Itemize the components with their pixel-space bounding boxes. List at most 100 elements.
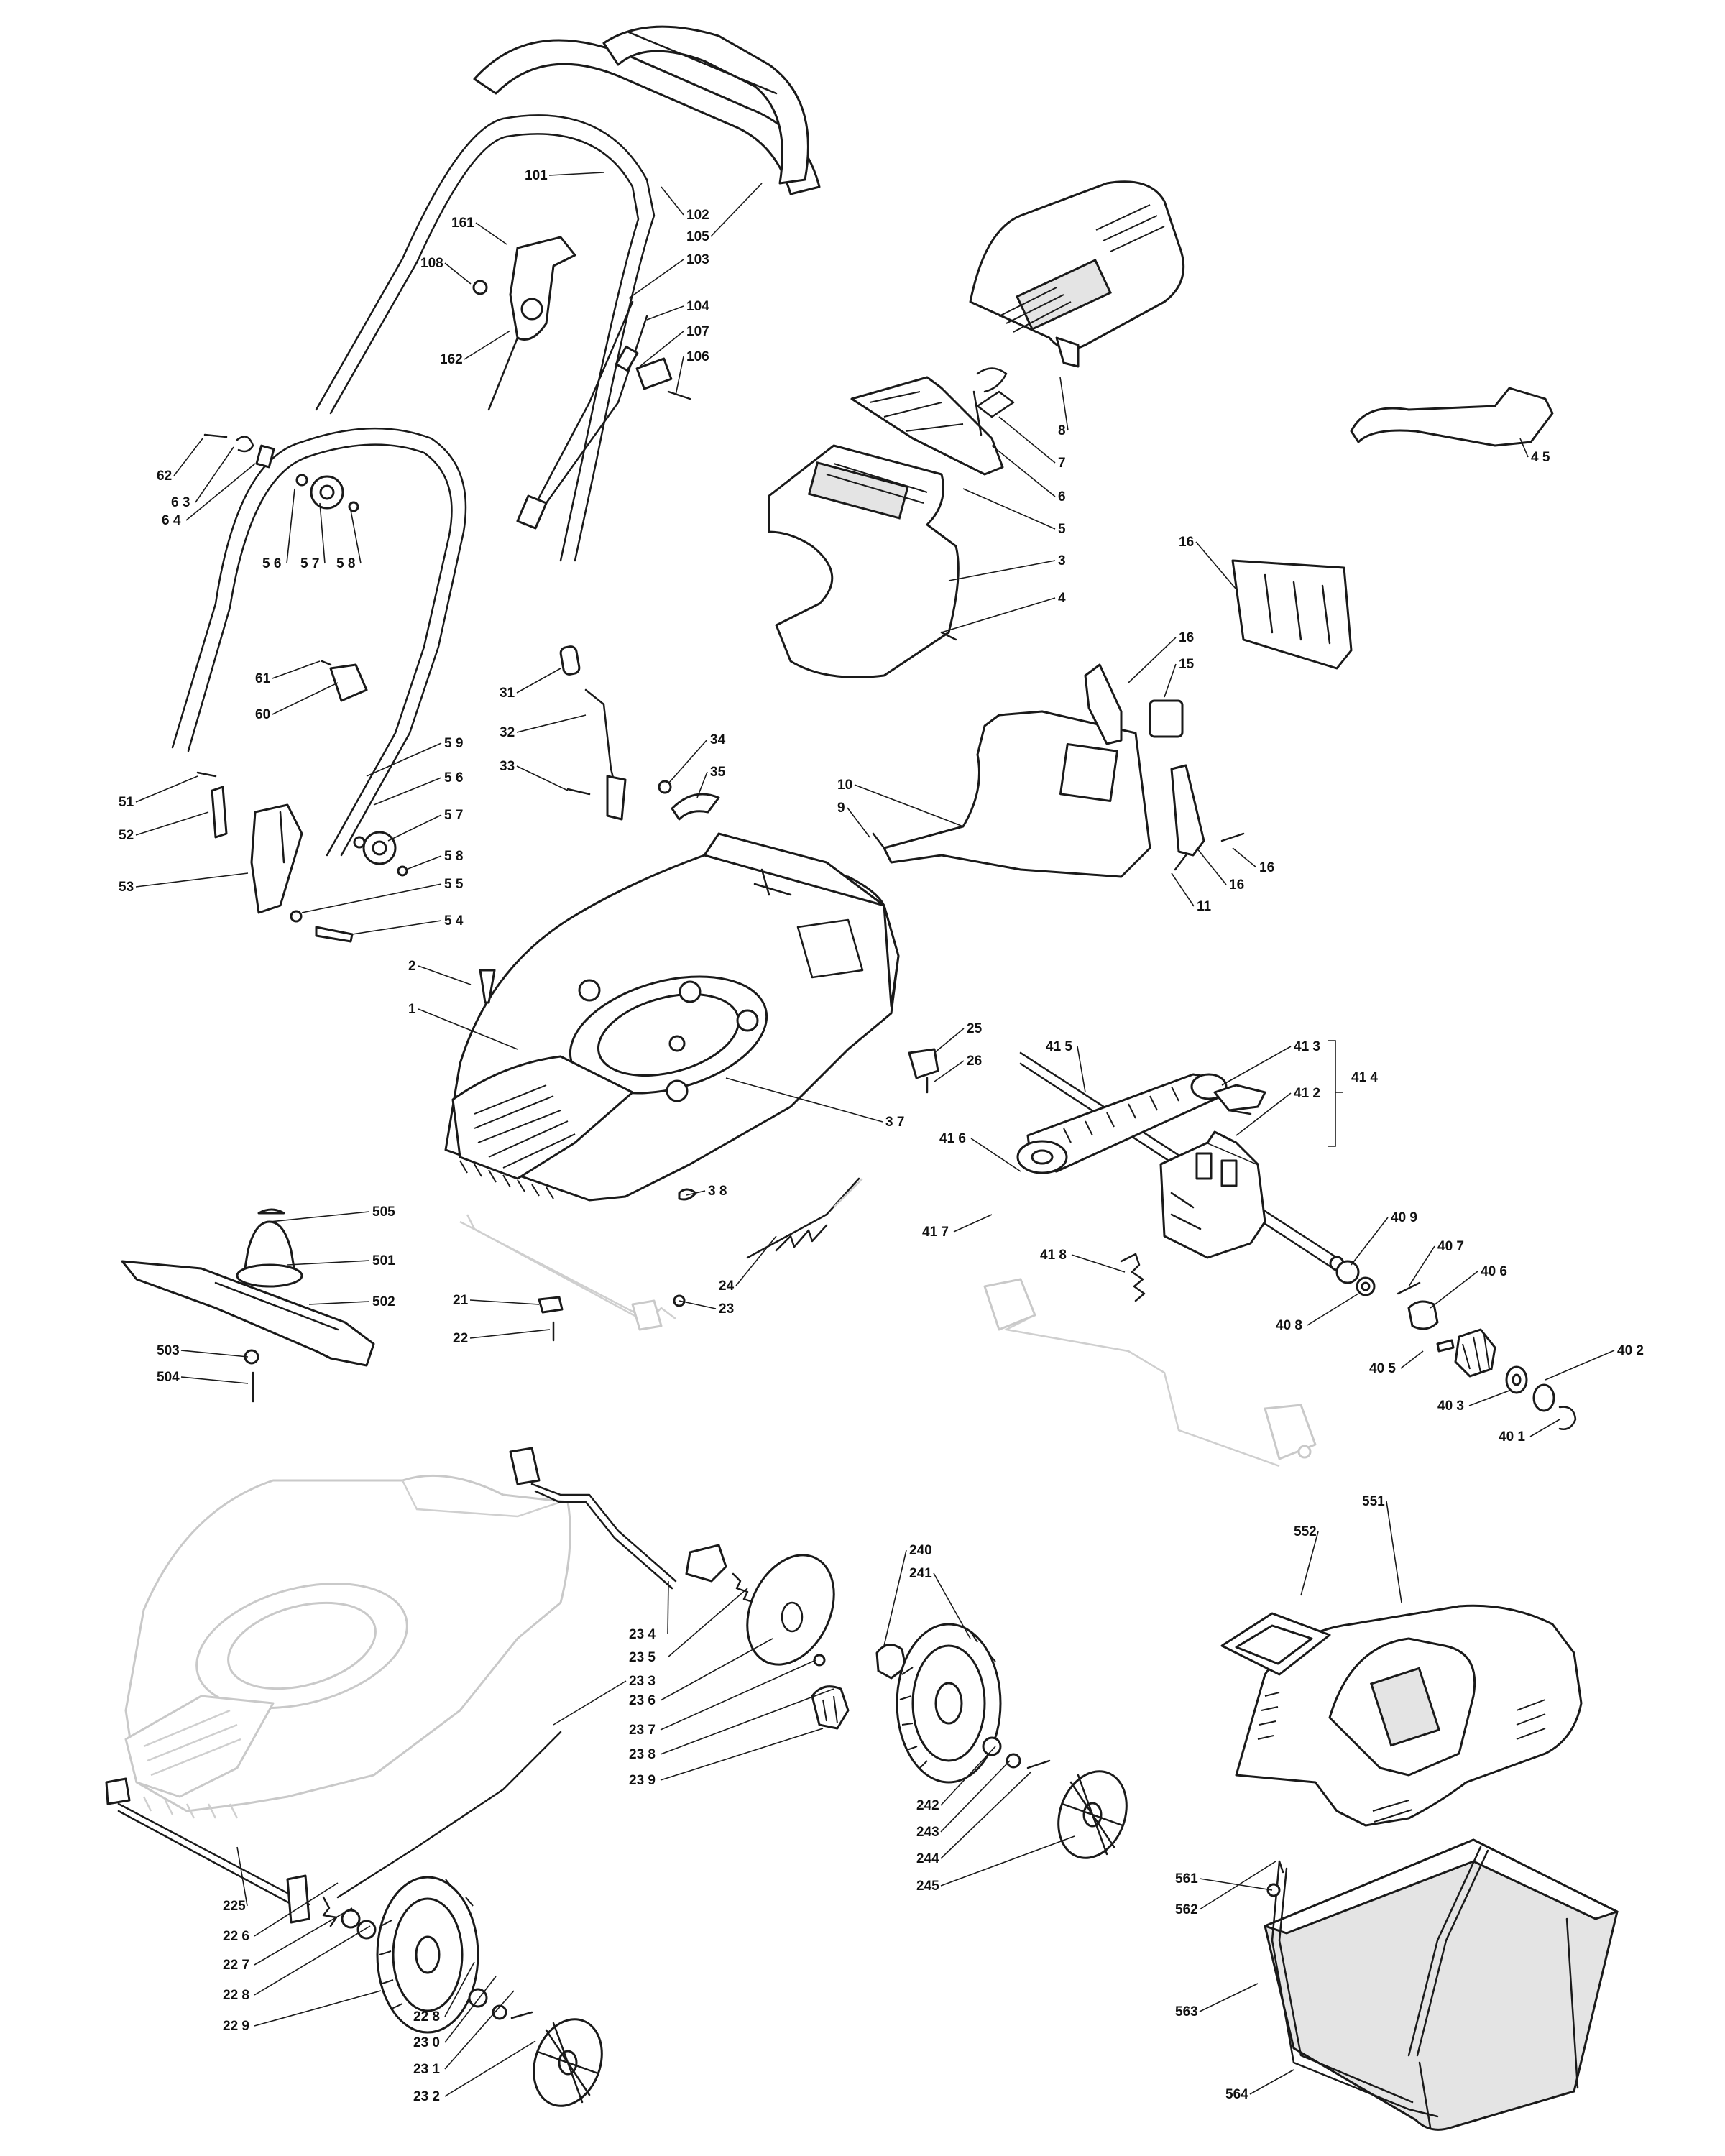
callout-9: 9 bbox=[837, 801, 870, 838]
leader-line bbox=[469, 1299, 540, 1305]
part-number-label: 504 bbox=[157, 1370, 180, 1385]
callout-501: 501 bbox=[287, 1253, 395, 1268]
leader-line bbox=[180, 1376, 249, 1384]
part-number-label: 240 bbox=[909, 1543, 932, 1558]
leader-line bbox=[548, 172, 604, 176]
part-number-label: 1 bbox=[408, 1002, 416, 1017]
callout-16d: 16 bbox=[1196, 847, 1244, 893]
callout-26: 26 bbox=[934, 1054, 982, 1082]
leader-line bbox=[287, 1260, 370, 1266]
grass-box-bag-563 bbox=[1264, 1838, 1619, 2131]
rod-assembly-ghost bbox=[459, 1214, 676, 1331]
leader-line bbox=[1196, 847, 1227, 885]
callout-406: 40 6 bbox=[1430, 1264, 1507, 1309]
leader-line bbox=[516, 714, 586, 733]
front-wheel-parts bbox=[322, 1896, 377, 1940]
callout-51: 51 bbox=[119, 775, 198, 810]
callout-226: 22 6 bbox=[223, 1882, 339, 1944]
part-number-label: 3 7 bbox=[886, 1115, 904, 1130]
part-number-label: 5 8 bbox=[336, 556, 355, 571]
leader-line bbox=[686, 1190, 706, 1196]
part-number-label: 41 6 bbox=[939, 1131, 966, 1146]
part-number-label: 40 9 bbox=[1391, 1210, 1417, 1225]
part-number-label: 33 bbox=[500, 759, 515, 774]
gearbox bbox=[1120, 1084, 1266, 1263]
leader-line bbox=[286, 488, 295, 564]
leader-line bbox=[668, 739, 708, 784]
rod-233 bbox=[336, 1731, 562, 1899]
callout-56b: 5 6 bbox=[373, 770, 463, 806]
callout-52: 52 bbox=[119, 811, 209, 843]
clip-45 bbox=[1350, 387, 1554, 447]
part-number-label: 16 bbox=[1229, 877, 1244, 893]
part-number-label: 5 7 bbox=[300, 556, 319, 571]
part-number-label: 15 bbox=[1179, 657, 1195, 672]
part-number-label: 40 1 bbox=[1499, 1429, 1525, 1445]
leader-line bbox=[998, 416, 1056, 464]
callout-162: 162 bbox=[440, 330, 511, 367]
leader-line bbox=[516, 668, 561, 694]
leader-line bbox=[1519, 438, 1529, 458]
leader-line bbox=[660, 1659, 816, 1731]
upper-handle-grip bbox=[473, 25, 821, 195]
leader-line bbox=[661, 186, 684, 216]
part-number-label: 16 bbox=[1259, 860, 1274, 875]
part-number-label: 23 9 bbox=[629, 1773, 656, 1788]
leader-line bbox=[667, 1588, 748, 1658]
group-bracket-414 bbox=[1328, 1040, 1343, 1147]
part-number-label: 225 bbox=[223, 1899, 246, 1914]
part-number-label: 6 bbox=[1058, 489, 1066, 505]
callout-236: 23 6 bbox=[629, 1638, 773, 1708]
leader-line bbox=[444, 262, 472, 285]
leader-line bbox=[444, 1976, 497, 2043]
grass-box-lid-551 bbox=[1235, 1604, 1583, 1827]
leader-line bbox=[405, 855, 442, 870]
side-plate-assembly bbox=[872, 663, 1245, 878]
part-number-label: 102 bbox=[686, 208, 709, 223]
callout-64: 6 4 bbox=[162, 463, 256, 528]
part-number-label: 22 6 bbox=[223, 1929, 249, 1944]
leader-line bbox=[301, 883, 442, 913]
leader-line bbox=[847, 807, 870, 838]
part-number-label: 52 bbox=[119, 828, 134, 843]
part-number-label: 5 4 bbox=[444, 913, 464, 929]
part-number-label: 22 8 bbox=[413, 2009, 440, 2024]
callout-45: 4 5 bbox=[1519, 438, 1550, 465]
leader-line bbox=[678, 1300, 717, 1309]
part-number-label: 561 bbox=[1175, 1871, 1198, 1886]
part-number-label: 6 3 bbox=[171, 495, 190, 510]
part-number-label: 40 5 bbox=[1369, 1361, 1396, 1376]
part-number-label: 8 bbox=[1058, 423, 1066, 438]
callout-551: 551 bbox=[1362, 1494, 1402, 1603]
callout-231: 23 1 bbox=[413, 1990, 515, 2077]
screw-4 bbox=[940, 631, 957, 641]
callout-245: 245 bbox=[916, 1835, 1075, 1894]
part-number-label: 22 8 bbox=[223, 1988, 249, 2003]
leader-line bbox=[185, 463, 256, 521]
leader-line bbox=[1430, 1271, 1478, 1309]
part-number-label: 4 bbox=[1058, 591, 1066, 606]
part-number-label: 26 bbox=[967, 1054, 982, 1069]
callout-53: 53 bbox=[119, 872, 249, 895]
axle-lever-234 bbox=[509, 1447, 756, 1604]
callout-1: 1 bbox=[408, 1002, 518, 1050]
part-number-label: 23 3 bbox=[629, 1674, 656, 1689]
part-number-label: 41 5 bbox=[1046, 1039, 1072, 1054]
ghost-rear-axle bbox=[983, 1278, 1317, 1468]
part-number-label: 3 8 bbox=[708, 1184, 727, 1199]
leader-line bbox=[272, 660, 321, 679]
part-number-label: 31 bbox=[500, 686, 515, 701]
leader-line bbox=[444, 1990, 515, 2070]
part-number-label: 242 bbox=[916, 1798, 939, 1813]
part-number-label: 5 6 bbox=[262, 556, 281, 571]
callout-561: 561 bbox=[1175, 1871, 1273, 1891]
part-number-label: 23 6 bbox=[629, 1693, 656, 1708]
rear-cover bbox=[768, 444, 960, 678]
part-number-label: 23 7 bbox=[629, 1723, 656, 1738]
part-number-label: 41 3 bbox=[1294, 1039, 1320, 1054]
upper-handle-bar bbox=[315, 114, 656, 562]
leader-line bbox=[991, 445, 1056, 497]
leader-line bbox=[464, 330, 511, 360]
callout-7: 7 bbox=[998, 416, 1066, 471]
